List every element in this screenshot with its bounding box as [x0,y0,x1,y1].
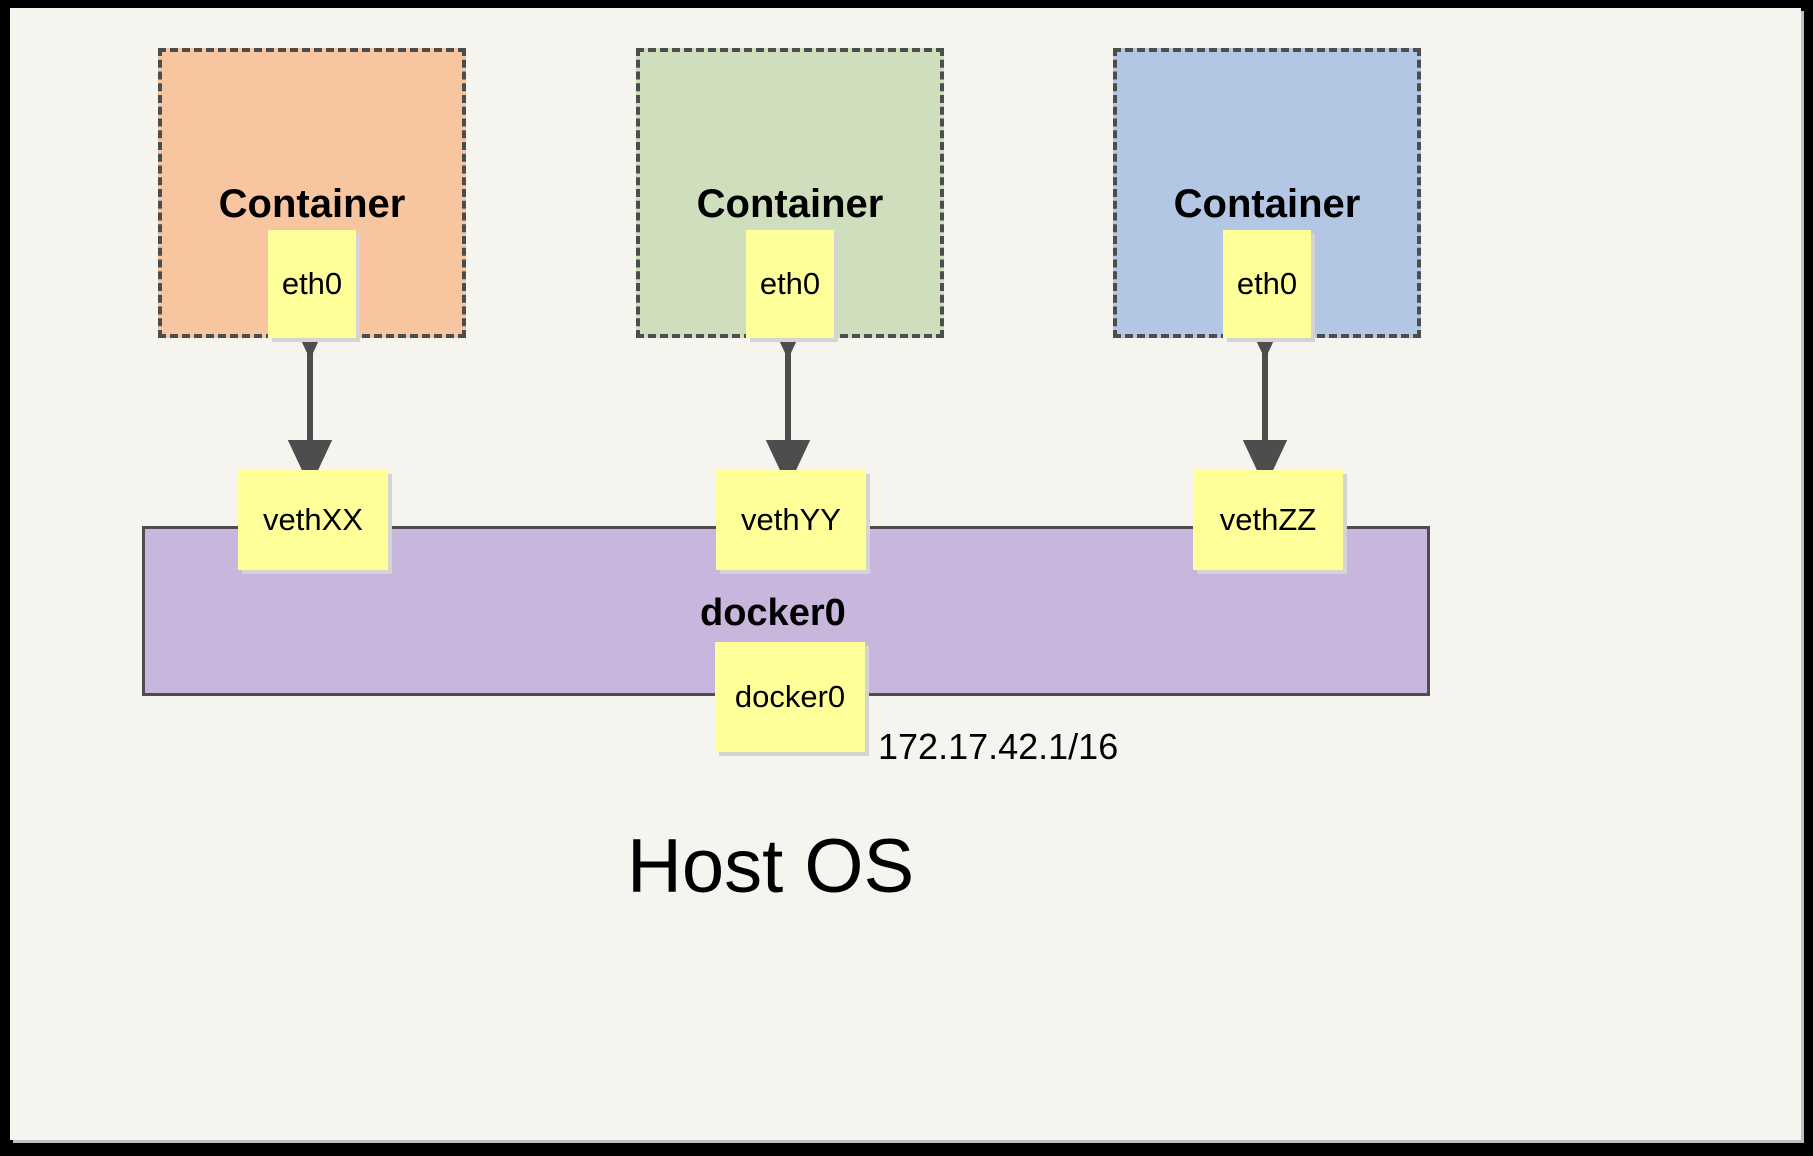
eth0-label-3: eth0 [1236,266,1298,301]
docker0-port-label: docker0 [734,679,846,714]
vethZZ-box[interactable]: vethZZ [1193,470,1343,570]
container-title-3: Container [1173,182,1361,226]
eth0-box-3[interactable]: eth0 [1223,230,1311,338]
eth0-label-1: eth0 [281,266,343,301]
eth0-box-1[interactable]: eth0 [268,230,356,338]
host-os-label: Host OS [627,824,915,909]
vethXX-box[interactable]: vethXX [238,470,388,570]
docker0-port-box[interactable]: docker0 [715,642,865,752]
container-box-1[interactable]: Container [158,48,466,338]
container-title-2: Container [696,182,884,226]
eth0-label-2: eth0 [759,266,821,301]
eth0-box-2[interactable]: eth0 [746,230,834,338]
vethYY-label: vethYY [741,502,841,537]
vethZZ-label: vethZZ [1219,502,1317,537]
container-title-1: Container [218,182,406,226]
docker0-ip-label: 172.17.42.1/16 [878,726,1119,767]
vethXX-label: vethXX [263,502,363,537]
docker0-bar-label: docker0 [700,592,846,634]
vethYY-box[interactable]: vethYY [716,470,866,570]
diagram-canvas: Container eth0 Container eth0 Container … [10,8,1801,1140]
